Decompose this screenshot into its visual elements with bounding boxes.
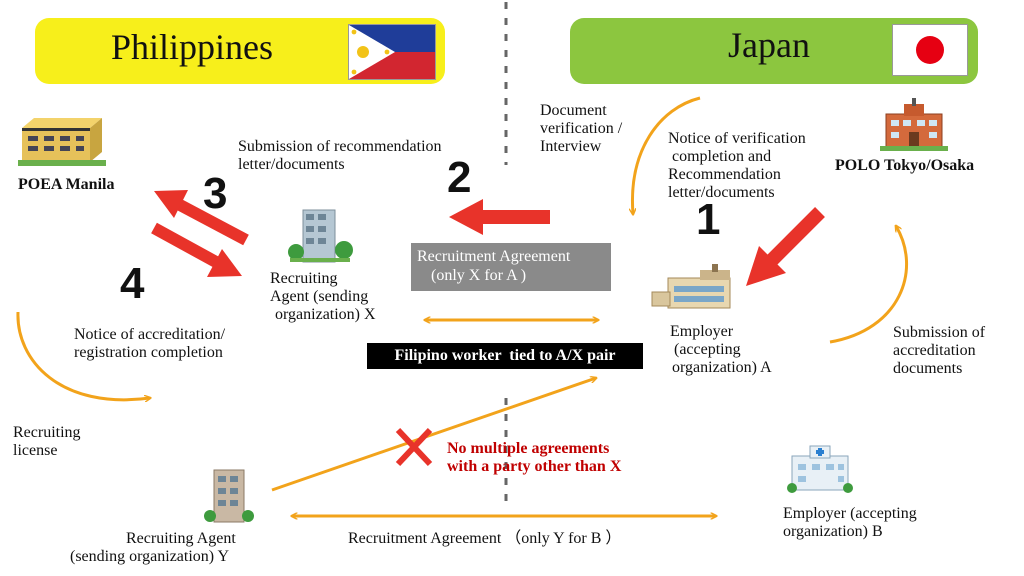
doc-verification-arrow bbox=[632, 96, 701, 214]
polo-label: POLO Tokyo/Osaka bbox=[835, 157, 975, 174]
cross-mark-icon bbox=[395, 427, 433, 467]
employer-a-label-3: organization) A bbox=[672, 359, 772, 376]
philippines-flag-icon bbox=[348, 24, 436, 80]
recruiting-license-label-2: license bbox=[13, 442, 58, 459]
poea-label: POEA Manila bbox=[18, 176, 115, 193]
japan-title: Japan bbox=[728, 25, 810, 65]
notice-verification-label-2: completion and bbox=[672, 148, 772, 165]
no-multiple-label-1: No multiple agreements bbox=[447, 440, 610, 457]
doc-verification-label-2: verification / bbox=[540, 120, 623, 137]
employer-a-label-2: (accepting bbox=[674, 341, 741, 358]
prohibited-agreement-arrow bbox=[271, 378, 596, 492]
factory-icon bbox=[651, 264, 731, 309]
notice-verification-label-1: Notice of verification bbox=[668, 130, 806, 147]
recruiting-license-label-1: Recruiting bbox=[13, 424, 81, 441]
doc-verification-label-3: Interview bbox=[540, 138, 602, 155]
step-2-number: 2 bbox=[447, 153, 472, 202]
philippines-header: Philippines bbox=[35, 18, 445, 84]
agent-y-label-1: Recruiting Agent bbox=[126, 530, 236, 547]
notice-verification-label-4: letter/documents bbox=[668, 184, 775, 201]
recruitment-agreement-yb-label: Recruitment Agreement （only Y for B ） bbox=[348, 530, 622, 547]
employer-b-label-1: Employer (accepting bbox=[783, 505, 917, 522]
hospital-icon bbox=[787, 445, 853, 493]
doc-verification-label-1: Document bbox=[540, 102, 607, 119]
school-building-icon bbox=[880, 98, 948, 151]
ra-xa-line-1: Recruitment Agreement bbox=[417, 248, 571, 265]
employer-b-label-2: organization) B bbox=[783, 523, 883, 540]
agent-x-label-1: Recruiting bbox=[270, 270, 338, 287]
license-arrow bbox=[16, 311, 150, 400]
notice-verification-label-3: Recommendation bbox=[668, 166, 781, 183]
submission-accreditation-label-3: documents bbox=[893, 360, 963, 377]
submission-rec-label-2: letter/documents bbox=[238, 156, 345, 173]
philippines-title: Philippines bbox=[111, 27, 274, 67]
ra-xa-line-2: (only X for A ) bbox=[431, 267, 527, 284]
employer-a-label-1: Employer bbox=[670, 323, 734, 340]
agent-x-label-2: Agent (sending bbox=[270, 288, 369, 305]
agent-x-label-3: organization) X bbox=[275, 306, 376, 323]
step-2-arrow bbox=[449, 199, 550, 235]
filipino-worker-box: Filipino worker tied to A/X pair bbox=[367, 343, 643, 369]
office-building-icon bbox=[288, 209, 353, 263]
agent-y-label-2: (sending organization) Y bbox=[70, 548, 230, 565]
submission-accreditation-label-1: Submission of bbox=[893, 324, 986, 341]
building-icon bbox=[18, 118, 106, 166]
recruitment-agreement-xa-box: Recruitment Agreement (only X for A ) bbox=[411, 243, 611, 291]
step-3-arrow bbox=[154, 190, 249, 246]
step-1-number: 1 bbox=[696, 195, 721, 244]
notice-accreditation-label-2: registration completion bbox=[74, 344, 223, 361]
step-1-arrow bbox=[746, 207, 825, 286]
step-4-number: 4 bbox=[120, 259, 145, 308]
japan-header: Japan bbox=[570, 18, 978, 84]
step-4-arrow bbox=[151, 222, 242, 277]
notice-accreditation-label-1: Notice of accreditation/ bbox=[74, 326, 226, 343]
submission-rec-label-1: Submission of recommendation bbox=[238, 138, 442, 155]
japan-flag-icon bbox=[892, 24, 968, 76]
no-multiple-label-2: with a party other than X bbox=[447, 458, 622, 475]
accreditation-submission-arrow bbox=[829, 226, 909, 344]
office-building-icon bbox=[204, 469, 254, 523]
submission-accreditation-label-2: accreditation bbox=[893, 342, 976, 359]
step-3-number: 3 bbox=[203, 169, 228, 218]
